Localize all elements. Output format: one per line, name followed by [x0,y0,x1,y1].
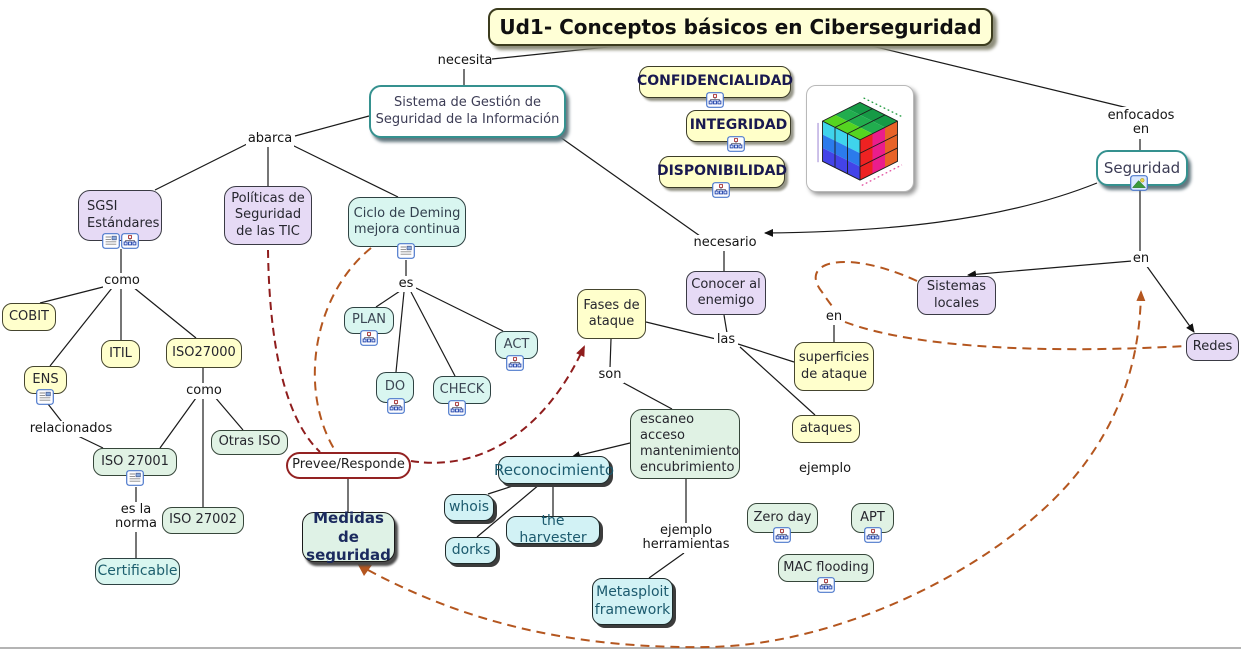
link-ejemplo-herramientas: ejemplo herramientas [641,522,731,553]
node-sistemas-locales[interactable]: Sistemas locales [917,276,996,315]
plan-orgchart-icon[interactable] [360,330,378,346]
node-sgsi-estandares[interactable]: SGSI Estándares [78,190,162,241]
link-enfocados-en: enfocados en [1107,107,1175,139]
node-the-harvester[interactable]: the harvester [506,513,600,546]
node-fases-lista[interactable]: escaneo acceso mantenimiento encubrimien… [630,409,740,479]
node-mac-flooding[interactable]: MAC flooding [778,554,874,582]
node-ciclo-deming[interactable]: Ciclo de Deming mejora continua [348,197,466,247]
confidencialidad-orgchart-icon[interactable] [706,92,724,108]
ens-document-icon[interactable] [36,389,54,405]
node-conocer-enemigo[interactable]: Conocer al enemigo [686,271,766,315]
link-es-la-norma: es la norma [113,502,159,532]
mac-flooding-orgchart-icon[interactable] [817,577,835,593]
node-otras-iso[interactable]: Otras ISO [211,430,288,455]
node-itil[interactable]: ITIL [101,340,140,368]
link-necesita: necesita [437,52,493,69]
node-cobit[interactable]: COBIT [2,303,56,331]
link-ejemplo: ejemplo [798,460,852,477]
link-como-2: como [186,382,222,399]
node-iso27000[interactable]: ISO27000 [166,338,242,368]
node-integridad[interactable]: INTEGRIDAD [686,110,791,142]
link-relacionados: relacionados [29,420,113,437]
node-act[interactable]: ACT [495,331,538,359]
rubik-cube-graphic [817,96,903,186]
canvas-bottom-edge [0,647,1241,649]
node-iso27002[interactable]: ISO 27002 [162,507,244,534]
node-metasploit-framework[interactable]: Metasploit framework [592,578,673,625]
cia-cube-image [806,85,914,192]
disponibilidad-orgchart-icon[interactable] [712,182,730,198]
node-prevee-responde[interactable]: Prevee/Responde [286,452,411,479]
link-necesario: necesario [693,234,757,251]
ciclo-deming-document-icon[interactable] [397,243,415,259]
node-medidas-seguridad[interactable]: Medidas de seguridad [302,509,395,564]
link-en-right: en [1131,250,1151,267]
node-redes[interactable]: Redes [1186,333,1239,361]
link-en-mid: en [824,308,844,325]
check-orgchart-icon[interactable] [448,400,466,416]
apt-orgchart-icon[interactable] [864,527,882,543]
sgsi-estandares-document-icon[interactable] [102,233,120,249]
link-como-1: como [103,272,141,289]
node-fases-ataque[interactable]: Fases de ataque [577,289,646,339]
node-reconocimiento[interactable]: Reconocimiento [494,456,614,484]
node-superficies-ataque[interactable]: superficies de ataque [794,342,874,391]
node-whois[interactable]: whois [444,494,494,521]
seguridad-picture-icon[interactable] [1130,175,1148,191]
node-sistema-gestion-seguridad[interactable]: Sistema de Gestión de Seguridad de la In… [369,85,566,138]
node-certificable[interactable]: Certificable [95,558,180,585]
node-dorks[interactable]: dorks [445,537,497,564]
node-ataques[interactable]: ataques [792,415,860,443]
sgsi-estandares-orgchart-icon[interactable] [121,233,139,249]
link-es: es [396,276,416,292]
zero-day-orgchart-icon[interactable] [773,527,791,543]
act-orgchart-icon[interactable] [506,355,524,371]
link-son: son [596,367,624,383]
node-plan[interactable]: PLAN [344,307,394,334]
link-abarca: abarca [246,130,294,147]
node-politicas-seguridad-tic[interactable]: Políticas de Seguridad de las TIC [224,186,312,245]
integridad-orgchart-icon[interactable] [727,136,745,152]
link-las: las [714,332,738,348]
iso27001-document-icon[interactable] [126,470,144,486]
map-title: Ud1- Conceptos básicos en Ciberseguridad [488,8,993,46]
do-orgchart-icon[interactable] [387,398,405,414]
node-check[interactable]: CHECK [433,376,491,404]
